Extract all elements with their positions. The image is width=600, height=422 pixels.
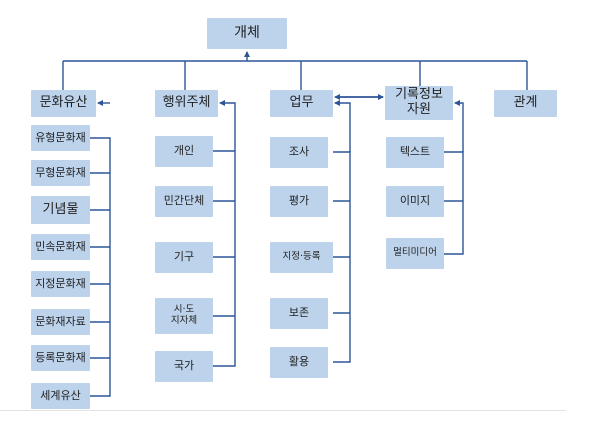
task-item-utilization: 활용 — [270, 347, 328, 378]
task-item-preservation: 보존 — [270, 298, 328, 329]
bracket-actor-arrow — [219, 100, 236, 151]
bottom-divider — [0, 410, 566, 411]
item-label: 지정·등록 — [282, 251, 321, 263]
item-label: 세계유산 — [40, 388, 81, 402]
heritage-item-material: 문화재자료 — [31, 309, 90, 335]
item-label: 민간단체 — [163, 194, 205, 208]
item-label: 기념물 — [42, 201, 79, 217]
item-label: 국가 — [173, 359, 195, 373]
category-heritage: 문화유산 — [31, 90, 96, 117]
task-item-survey: 조사 — [270, 137, 328, 168]
item-label: 문화재자료 — [35, 314, 86, 328]
item-label: 보존 — [288, 306, 310, 320]
actor-item-organization: 기구 — [155, 242, 213, 273]
item-label: 지정문화재 — [35, 276, 86, 290]
actor-item-local-gov: 시·도 지자체 — [155, 298, 213, 334]
item-label: 무형문화재 — [35, 165, 86, 179]
category-label: 문화유산 — [39, 95, 88, 111]
category-label: 업무 — [289, 95, 314, 111]
category-actor: 행위주체 — [155, 90, 218, 117]
task-item-evaluation: 평가 — [270, 186, 328, 217]
item-label: 유형문화재 — [35, 130, 86, 144]
heritage-item-intangible: 무형문화재 — [31, 160, 90, 186]
item-label: 시·도 지자체 — [170, 304, 198, 326]
actor-item-state: 국가 — [155, 351, 213, 382]
resource-item-image: 이미지 — [386, 186, 444, 217]
heritage-item-world: 세계유산 — [31, 383, 90, 409]
item-label: 민속문화재 — [35, 239, 86, 253]
item-label: 개인 — [173, 144, 195, 158]
category-record-resource: 기록정보 자원 — [385, 86, 453, 120]
item-label: 평가 — [288, 194, 310, 208]
item-label: 멀티미디어 — [393, 247, 437, 259]
bracket-resource — [444, 151, 464, 255]
bracket-resource-arrow — [454, 100, 464, 152]
item-label: 활용 — [288, 355, 310, 369]
actor-item-individual: 개인 — [155, 136, 213, 167]
task-item-designation: 지정·등록 — [270, 242, 333, 273]
resource-item-multimedia: 멀티미디어 — [386, 238, 444, 269]
bracket-actor — [213, 150, 236, 367]
item-label: 이미지 — [399, 194, 431, 208]
heritage-item-folklore: 민속문화재 — [31, 234, 90, 260]
root-node-label: 개체 — [234, 25, 260, 42]
category-label: 관계 — [513, 95, 538, 111]
category-task: 업무 — [270, 90, 333, 117]
item-label: 조사 — [288, 145, 310, 159]
category-relation: 관계 — [494, 90, 557, 117]
item-label: 등록문화재 — [35, 350, 86, 364]
root-node-entity: 개체 — [207, 18, 287, 49]
heritage-item-tangible: 유형문화재 — [31, 125, 90, 151]
heritage-item-designated: 지정문화재 — [31, 271, 90, 297]
item-label: 기구 — [173, 250, 195, 264]
resource-item-text: 텍스트 — [386, 137, 444, 168]
heritage-item-registered: 등록문화재 — [31, 345, 90, 371]
category-label: 행위주체 — [162, 95, 211, 111]
actor-item-civil-group: 민간단체 — [155, 186, 213, 217]
item-label: 텍스트 — [399, 145, 431, 159]
heritage-item-monument: 기념물 — [31, 196, 90, 224]
category-label: 기록정보 자원 — [395, 87, 443, 117]
bracket-task-arrow — [334, 100, 351, 152]
bracket-heritage — [90, 137, 111, 397]
